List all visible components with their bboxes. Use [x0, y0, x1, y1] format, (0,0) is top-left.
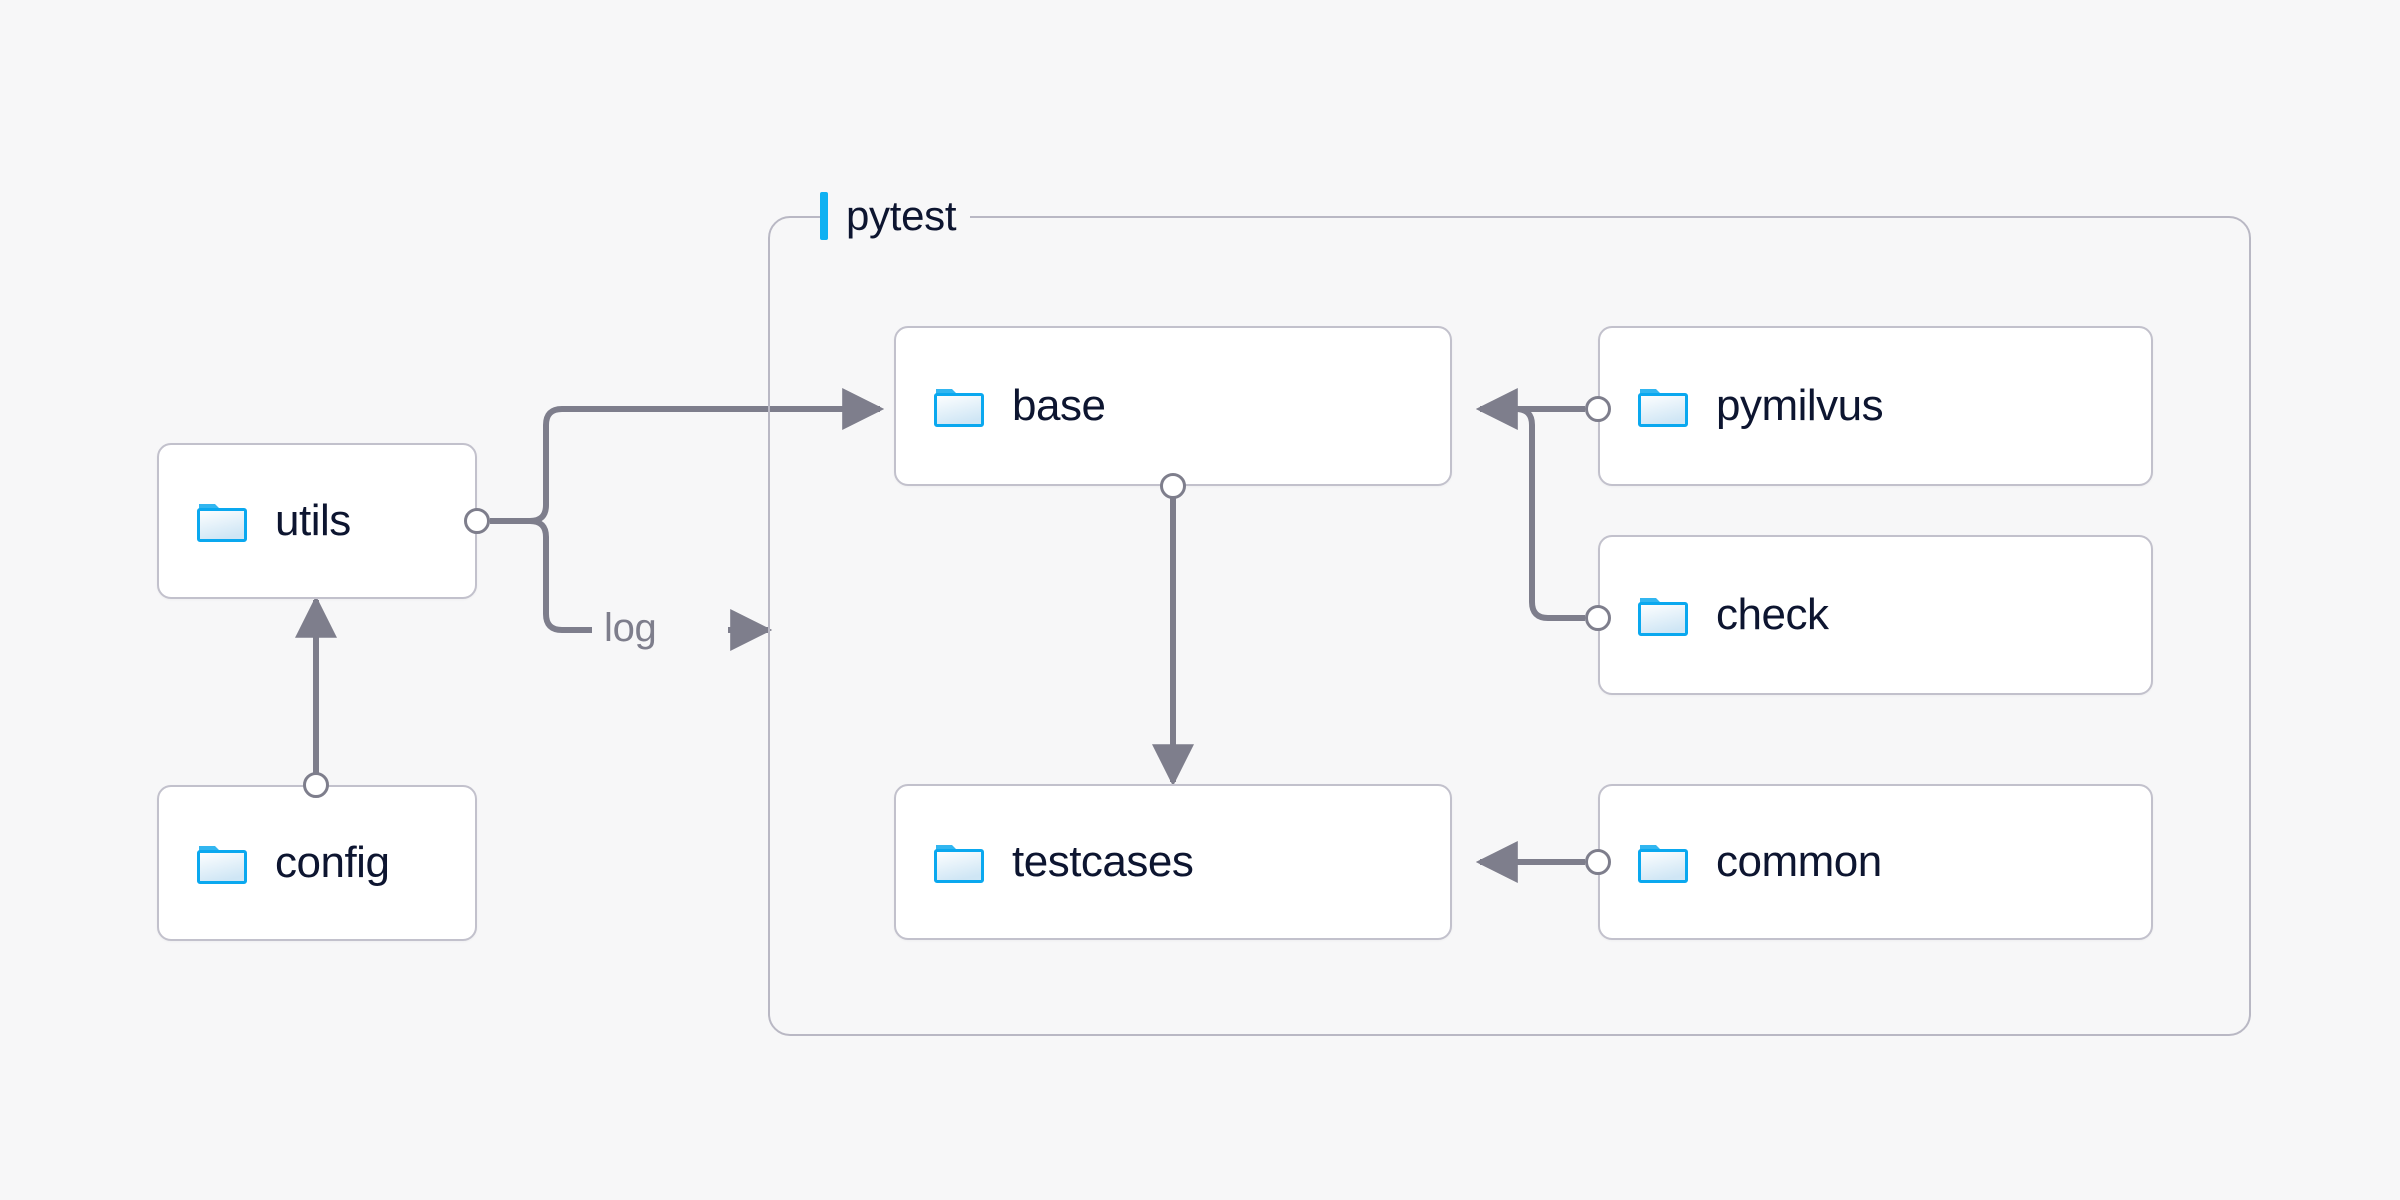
- node-check[interactable]: check: [1598, 535, 2153, 695]
- node-common-content: common: [1600, 839, 1882, 885]
- port-pymilvus-left[interactable]: [1585, 396, 1611, 422]
- node-label: common: [1716, 837, 1882, 886]
- port-config-top[interactable]: [303, 772, 329, 798]
- folder-icon: [934, 845, 984, 883]
- node-check-content: check: [1600, 590, 1829, 639]
- folder-icon: [197, 846, 247, 884]
- folder-icon: [934, 389, 984, 427]
- node-base-content: base: [896, 381, 1106, 430]
- node-base[interactable]: base: [894, 326, 1452, 486]
- folder-icon: [1638, 389, 1688, 427]
- port-check-left[interactable]: [1585, 605, 1611, 631]
- edge-check-to-base: [1480, 406, 1585, 621]
- folder-icon: [1638, 598, 1688, 636]
- folder-icon: [197, 504, 247, 542]
- node-testcases-content: testcases: [896, 837, 1194, 886]
- edge-utils-log-stub: [490, 518, 592, 633]
- node-label: pymilvus: [1716, 381, 1884, 430]
- node-config[interactable]: config: [157, 785, 477, 941]
- node-label: testcases: [1012, 837, 1194, 886]
- port-common-left[interactable]: [1585, 849, 1611, 875]
- group-accent-bar: [820, 192, 828, 240]
- node-common[interactable]: common: [1598, 784, 2153, 940]
- node-pymilvus-content: pymilvus: [1600, 381, 1884, 430]
- node-utils[interactable]: utils: [157, 443, 477, 599]
- port-base-bottom[interactable]: [1160, 473, 1186, 499]
- node-label: config: [275, 838, 390, 887]
- edge-label-log: log: [604, 606, 657, 650]
- group-title: pytest: [846, 192, 957, 239]
- group-label-pytest: pytest: [820, 189, 971, 243]
- node-label: utils: [275, 496, 351, 545]
- node-testcases[interactable]: testcases: [894, 784, 1452, 940]
- node-label: base: [1012, 381, 1106, 430]
- node-utils-content: utils: [159, 498, 351, 544]
- node-pymilvus[interactable]: pymilvus: [1598, 326, 2153, 486]
- port-utils-right[interactable]: [464, 508, 490, 534]
- node-label: check: [1716, 590, 1829, 639]
- node-config-content: config: [159, 838, 390, 887]
- folder-icon: [1638, 845, 1688, 883]
